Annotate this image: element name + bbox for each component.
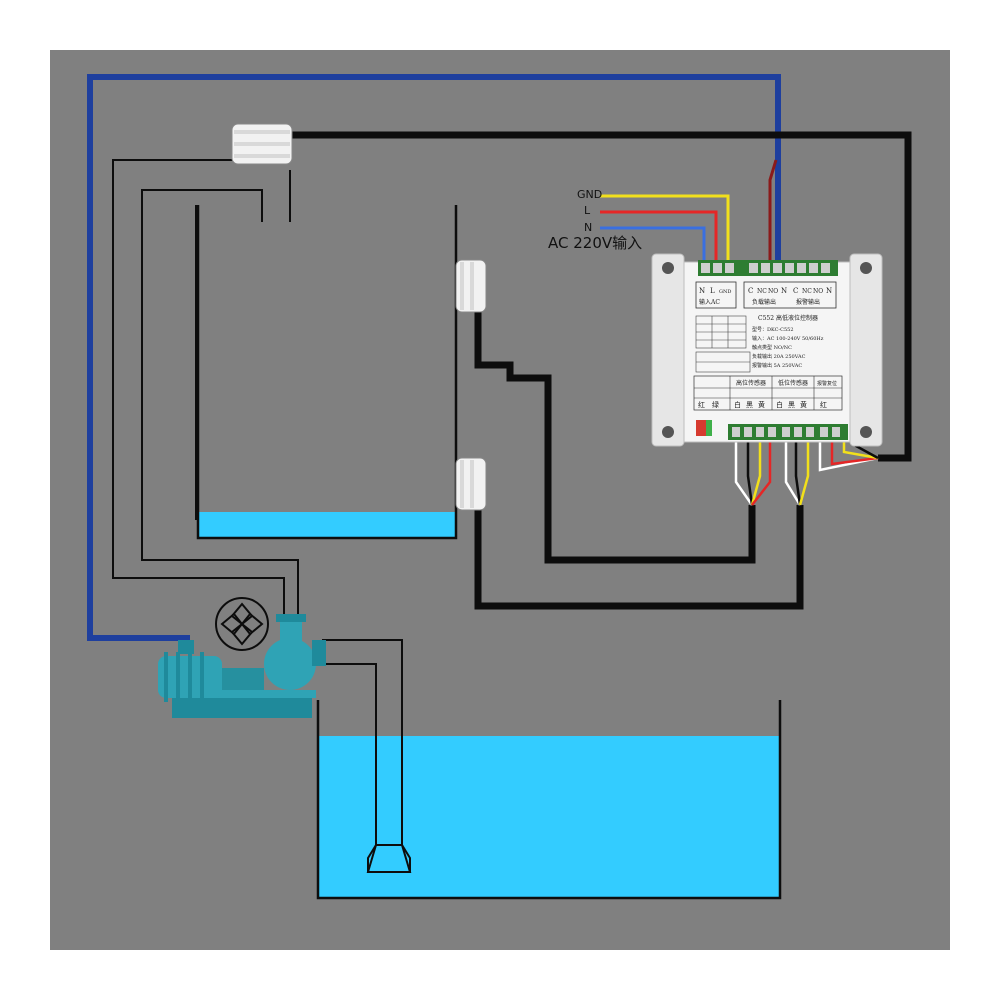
bottom-color-4: 黑 — [746, 401, 753, 409]
bottom-color-7: 黑 — [788, 401, 795, 409]
sensor-cables — [292, 131, 912, 610]
controller-spec-contact: 触点类型 NO/NC — [752, 344, 792, 351]
bottom-color-9: 红 — [820, 400, 827, 409]
ac-input-label: AC 220V输入 — [548, 234, 642, 252]
bottom-color-6: 白 — [776, 400, 783, 409]
controller-title: C552 高低液位控制器 — [758, 314, 818, 322]
bottom-group-reset: 报警复位 — [817, 380, 837, 387]
controller-spec-load: 负载输出 20A 250VAC — [752, 353, 806, 360]
gnd-label: GND — [577, 188, 602, 201]
bottom-color-5: 黄 — [758, 400, 765, 409]
terminal-label-n2: N — [781, 287, 787, 295]
n-wire — [600, 226, 706, 264]
group-label-alarm: 报警输出 — [796, 298, 820, 306]
bottom-group-low: 低位传感器 — [778, 379, 808, 387]
lower-tank-outline — [316, 700, 782, 900]
terminal-label-n1: N — [699, 287, 705, 295]
upper-tank — [196, 205, 458, 540]
lower-tank-water — [319, 736, 779, 898]
terminal-label-nc2: NC — [802, 288, 812, 295]
terminal-label-gnd: GND — [719, 289, 731, 295]
level-controller: N L GND C NC NO N C NC NO N 输入AC 负载输出 报警… — [651, 253, 883, 447]
bottom-color-1: 红 — [698, 400, 705, 409]
l-wire — [600, 210, 718, 264]
bottom-color-3: 白 — [734, 400, 741, 409]
group-label-load: 负载输出 — [752, 298, 776, 306]
level-sensor-icon-top — [231, 123, 293, 165]
upper-tank-water — [198, 512, 456, 538]
terminal-label-nc1: NC — [757, 288, 767, 295]
motor-icon — [158, 640, 222, 702]
terminal-label-no2: NO — [813, 288, 823, 295]
bottom-color-2: 绿 — [712, 400, 719, 409]
blue-power-wire — [87, 74, 781, 645]
level-sensor-icon-low — [455, 457, 487, 511]
controller-model: 型号：DKC-C552 — [752, 326, 794, 333]
terminal-label-c1: C — [748, 287, 753, 295]
controller-spec-alarm: 报警输出 5A 250VAC — [752, 362, 802, 369]
power-input-wires — [600, 159, 778, 264]
bottom-group-high: 高位传感器 — [736, 379, 766, 387]
group-label-input: 输入AC — [699, 298, 720, 306]
foot-valve-icon — [367, 844, 411, 873]
controller-spec-input: 输入：AC 100-240V 50/60Hz — [752, 335, 824, 342]
pulley-wheel-icon — [215, 597, 269, 651]
cable-fan-top — [818, 440, 879, 472]
n-label: N — [584, 221, 592, 234]
gnd-wire — [600, 194, 730, 264]
terminal-label-no1: NO — [768, 288, 778, 295]
pipe-lines — [112, 159, 412, 873]
terminal-label-c2: C — [793, 287, 798, 295]
upper-tank-outline — [196, 205, 458, 540]
cable-fan-right — [784, 440, 810, 506]
relay-wire-dark-red — [768, 159, 778, 264]
terminal-label-l: L — [710, 287, 715, 295]
cable-fan-left — [734, 440, 772, 506]
terminal-label-n3: N — [826, 287, 832, 295]
status-led-strip — [696, 420, 706, 436]
water-pump-icon — [158, 614, 326, 718]
l-label: L — [584, 204, 591, 217]
bottom-color-8: 黄 — [800, 400, 807, 409]
level-sensor-icon-high — [455, 259, 487, 313]
